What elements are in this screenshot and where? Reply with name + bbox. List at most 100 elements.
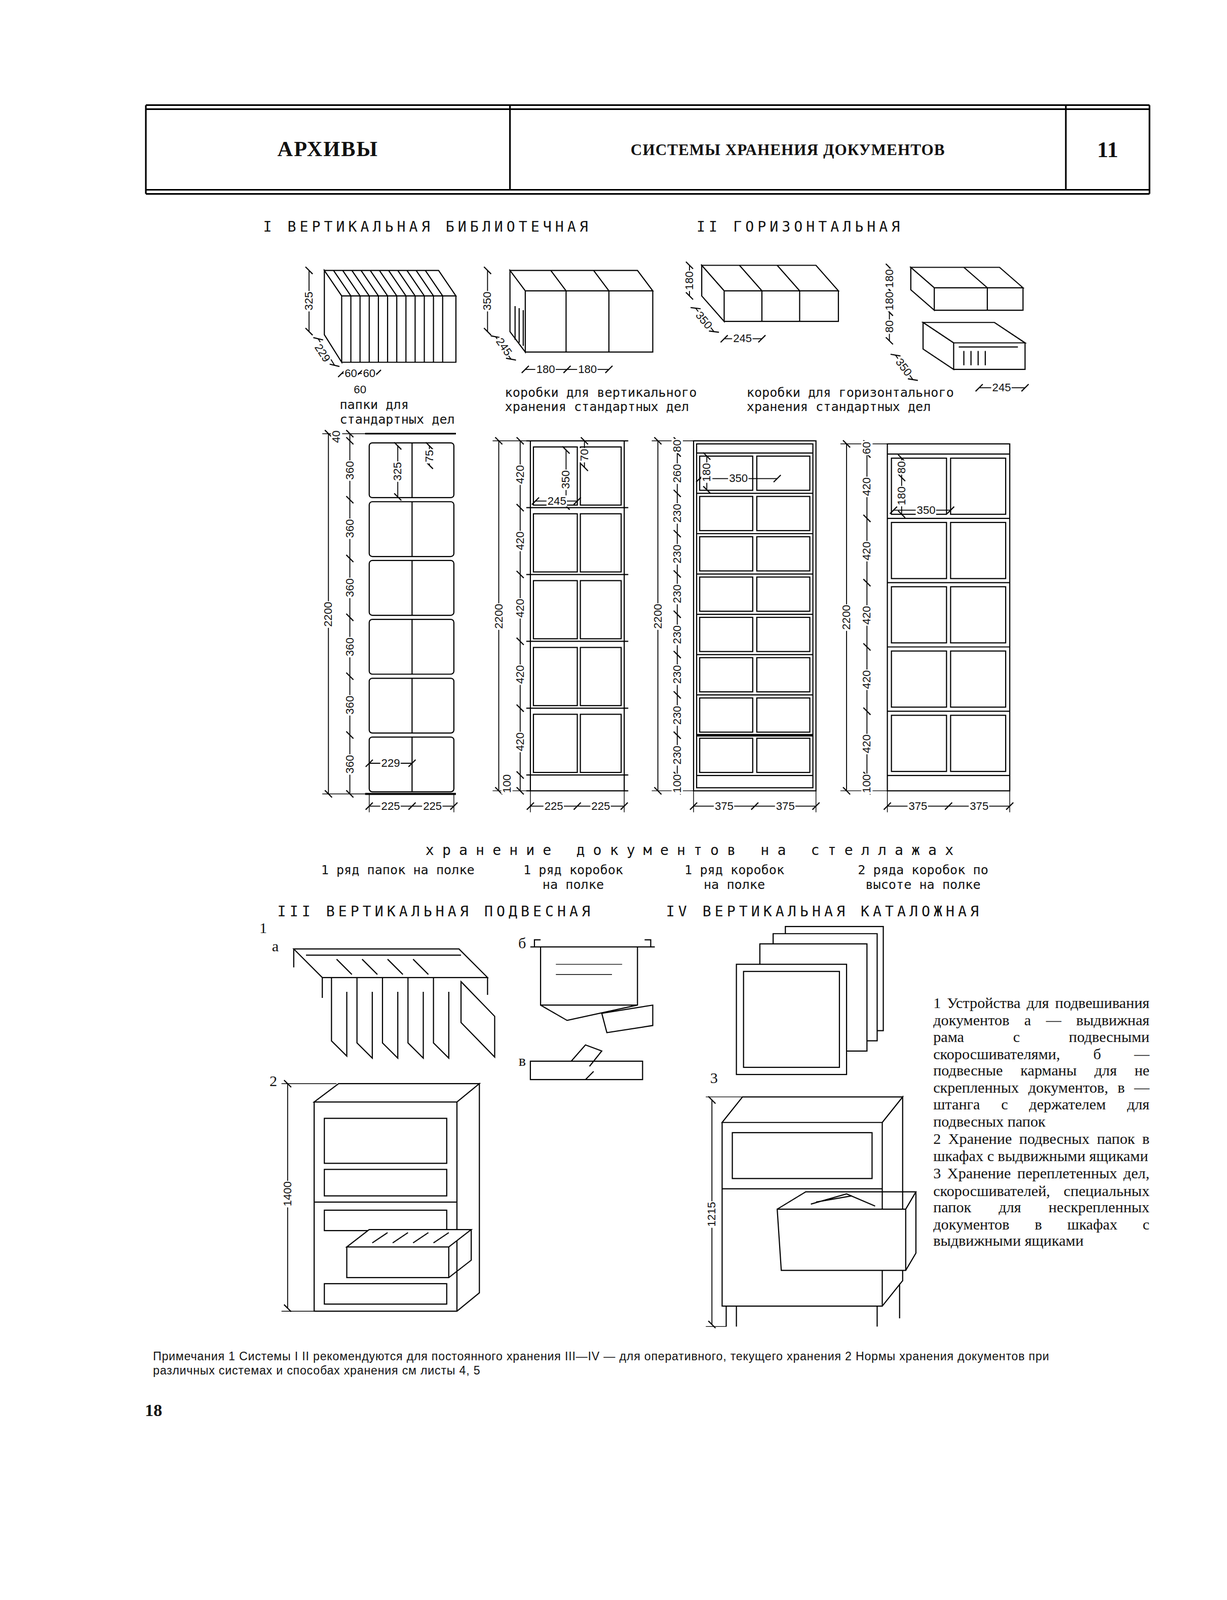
dimension-label: 420 — [861, 604, 873, 626]
dimension-label: 420 — [861, 540, 873, 561]
caption-label: коробки для горизонтального хранения ста… — [746, 385, 977, 414]
dimension-label: 80 — [884, 319, 896, 334]
dimension-label: 420 — [514, 597, 526, 619]
caption-label: 1 ряд коробок на полке — [514, 862, 633, 892]
caption-label: 1 ряд папок на полке — [311, 862, 485, 877]
dimension-label: 2200 — [492, 602, 505, 630]
dimension-label: 360 — [343, 577, 356, 598]
header-text: СИСТЕМЫ ХРАНЕНИЯ ДОКУМЕНТОВ — [630, 140, 946, 159]
dimension-label: 180 — [884, 290, 896, 312]
dimension-label: 350 — [560, 469, 572, 490]
callout-number: 1 — [258, 920, 268, 936]
dimension-label: 420 — [861, 732, 873, 754]
dimension-label: 420 — [861, 668, 873, 689]
dimension-label: 375 — [713, 800, 735, 812]
dimension-label: 245 — [991, 381, 1013, 394]
note-text: 3 Хранение переплетенных дел, скоросшива… — [933, 1164, 1150, 1249]
dimension-label: 375 — [775, 800, 796, 812]
dimension-label: 60 — [352, 384, 368, 396]
dimension-label: 225 — [380, 800, 402, 812]
dimension-label: 360 — [343, 459, 356, 481]
dimension-label: 100 — [861, 773, 873, 794]
dimension-label: 180 — [884, 267, 896, 289]
section-heading: I ВЕРТИКАЛЬНАЯ БИБЛИОТЕЧНАЯ — [262, 219, 592, 234]
caption-label: коробки для вертикального хранения станд… — [505, 385, 725, 414]
header-text: АРХИВЫ — [277, 136, 379, 163]
dimension-label: 360 — [343, 694, 356, 716]
dimension-label: 245 — [493, 334, 515, 359]
dimension-label: 350 — [727, 472, 749, 484]
dimension-label: 225 — [590, 800, 611, 812]
dimension-label: 2200 — [322, 600, 334, 628]
dimension-label: 230 — [671, 624, 683, 645]
dimension-label: 350 — [481, 290, 493, 312]
note-text: 2 Хранение подвесных папок в шкафах с вы… — [933, 1130, 1150, 1164]
dimension-label: 180 — [701, 462, 713, 483]
caption-label: папки для стандартных дел — [339, 397, 478, 427]
caption-label: хранение документов на стеллажах — [425, 842, 962, 857]
dimension-label: 420 — [514, 464, 526, 485]
header-cell: АРХИВЫ — [145, 108, 511, 190]
section-heading: III ВЕРТИКАЛЬНАЯ ПОДВЕСНАЯ — [277, 903, 594, 918]
callout-number: б — [517, 935, 527, 951]
dimension-label: 60 — [361, 367, 377, 379]
header-cell: 11 — [1065, 108, 1150, 190]
dimension-label: 180 — [683, 270, 696, 291]
callout-number: 2 — [268, 1073, 279, 1089]
dimension-label: 360 — [343, 753, 356, 775]
dimension-label: 245 — [546, 495, 568, 507]
dimension-label: 100 — [501, 773, 513, 794]
caption: Примечания 1 Системы I II рекомендуются … — [152, 1348, 1087, 1377]
header-text: 11 — [1096, 136, 1119, 163]
dimension-label: 350 — [893, 355, 915, 379]
dimension-label: 180 — [577, 363, 598, 375]
dimension-label: 420 — [861, 475, 873, 497]
dimension-label: 260 — [671, 463, 683, 484]
dimension-label: 245 — [732, 332, 753, 344]
dimension-label: 180 — [896, 485, 908, 507]
dimension-label: 40 — [330, 429, 342, 444]
dimension-label: 420 — [514, 731, 526, 752]
dimension-label: 420 — [514, 663, 526, 685]
dimension-label: 60 — [343, 367, 359, 379]
dimension-label: 230 — [671, 744, 683, 765]
dimension-label: 360 — [343, 517, 356, 539]
note-text: 1 Устройства для подвешивания документов… — [933, 994, 1150, 1130]
dimension-label: 80 — [671, 438, 683, 454]
dimension-label: 350 — [915, 504, 937, 516]
dimension-label: 225 — [543, 800, 565, 812]
dimension-label: 375 — [907, 800, 929, 812]
dimension-label: 230 — [671, 502, 683, 524]
dimension-label: 180 — [535, 363, 557, 375]
dimension-label: 325 — [303, 290, 315, 312]
dimension-label: 75 — [424, 448, 436, 464]
callout-number: в — [517, 1053, 527, 1069]
dimension-label: 229 — [380, 757, 402, 769]
dimension-label: 2200 — [652, 602, 664, 630]
callout-number: а — [271, 938, 280, 954]
dimension-label: 375 — [968, 800, 990, 812]
dimension-label: 1215 — [706, 1200, 718, 1227]
dimension-label: 420 — [514, 530, 526, 552]
dimension-label: 230 — [671, 543, 683, 565]
dimension-lines — [287, 264, 1026, 1324]
dimension-label: 225 — [422, 800, 443, 812]
dimension-label: 230 — [671, 704, 683, 726]
dimension-label: 1400 — [282, 1179, 294, 1207]
page-number: 18 — [144, 1400, 163, 1418]
caption-label: 1 ряд коробок на полке — [675, 862, 794, 892]
dimension-label: 2200 — [840, 603, 853, 631]
callout-number: 3 — [709, 1070, 719, 1086]
caption-label: 2 ряда коробок по высоте на полке — [846, 862, 1000, 892]
dimension-label: 80 — [896, 459, 908, 475]
dimension-label: 70 — [579, 447, 591, 463]
header-cell: СИСТЕМЫ ХРАНЕНИЯ ДОКУМЕНТОВ — [510, 108, 1066, 190]
section-heading: IV ВЕРТИКАЛЬНАЯ КАТАЛОЖНАЯ — [666, 903, 983, 918]
dimension-label: 230 — [671, 583, 683, 604]
dimension-label: 100 — [671, 773, 683, 794]
dimension-label: 325 — [392, 461, 404, 482]
dimension-label: 360 — [343, 636, 356, 658]
drawing — [145, 104, 1150, 1326]
dimension-label: 230 — [671, 663, 683, 685]
